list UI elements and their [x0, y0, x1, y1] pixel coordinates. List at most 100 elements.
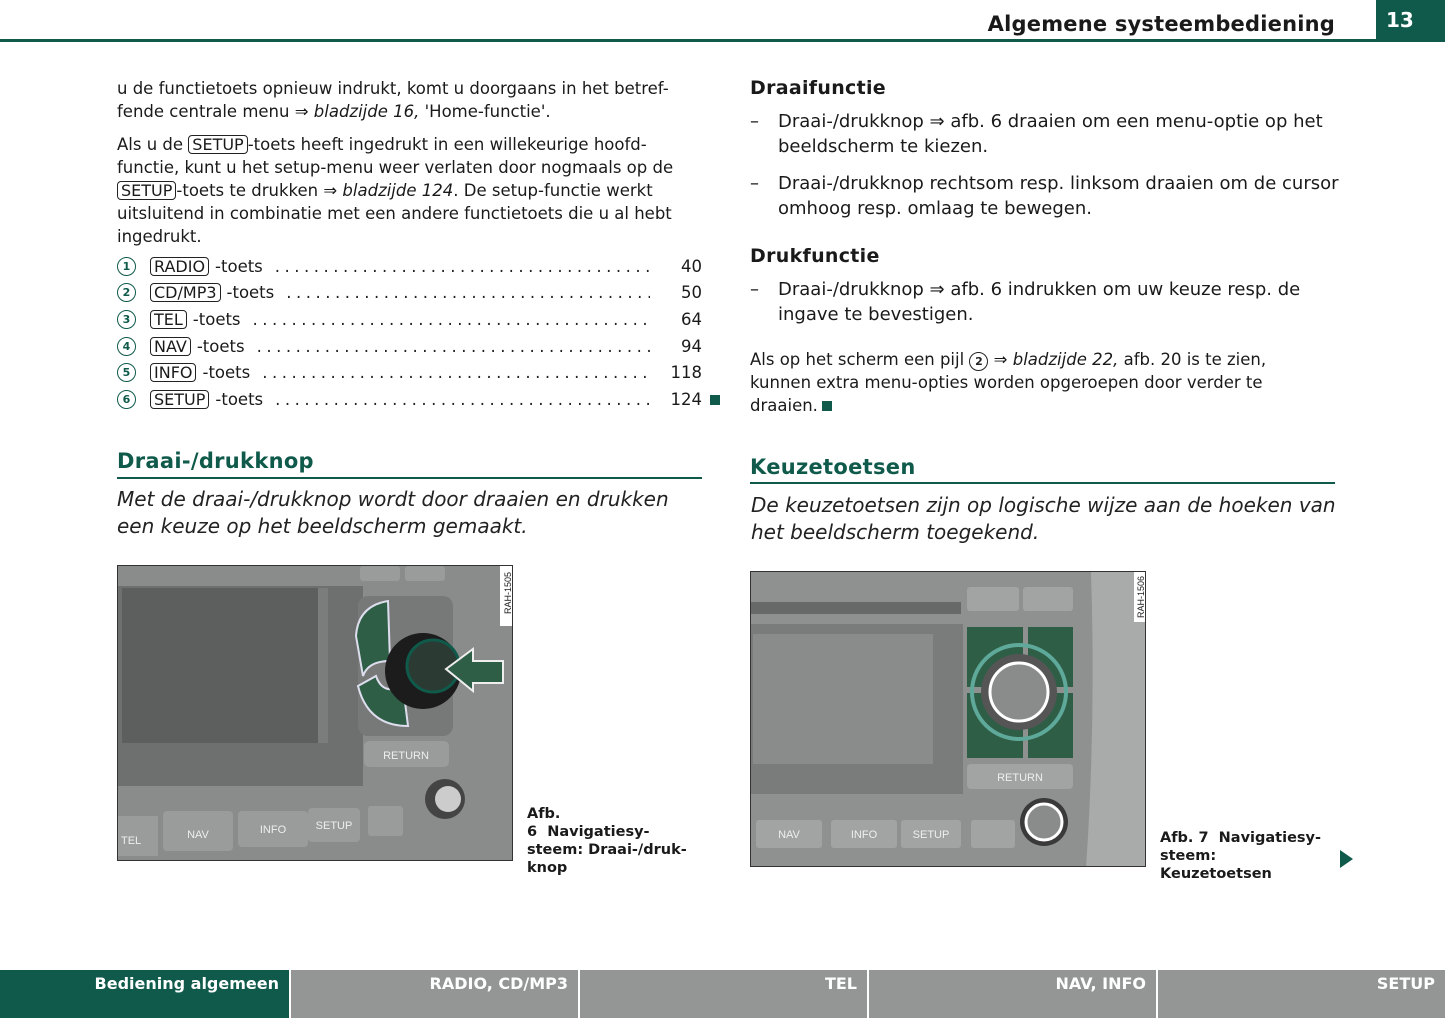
text: Als op het scherm een pijl	[750, 350, 970, 369]
item-text: Draai-/drukknop ⇒ afb. 6 draaien om een …	[778, 111, 1323, 157]
caption-text: Navigatiesy-steem: Draai-/druk-knop	[527, 824, 687, 876]
footer-tab-tel[interactable]: TEL	[580, 970, 867, 1018]
footer-tab-setup[interactable]: SETUP	[1158, 970, 1445, 1018]
key-suffix: -toets	[215, 256, 263, 276]
druk-list: –Draai-/drukknop ⇒ afb. 6 indrukken om u…	[750, 277, 1340, 339]
item-text: Draai-/drukknop rechtsom resp. linksom d…	[778, 173, 1339, 219]
leader-dots: ........................................…	[286, 283, 650, 303]
header-rule	[0, 39, 1376, 42]
item-text: Draai-/drukknop ⇒ afb. 6 indrukken om uw…	[778, 279, 1301, 325]
setup-button-label: SETUP	[913, 829, 950, 841]
text: . De setup-functie werkt uitsluitend in …	[117, 181, 672, 246]
key-suffix: -toets	[202, 363, 251, 383]
page-reference[interactable]: bladzijde 16,	[313, 102, 420, 121]
text: ⇒	[988, 350, 1013, 369]
callout-number: 2	[117, 283, 136, 303]
page-reference[interactable]: 64	[681, 309, 702, 329]
list-item: 6 SETUP-toets............................…	[117, 386, 702, 413]
subheading-draaifunctie: Draaifunctie	[750, 77, 886, 99]
section-rule	[117, 477, 702, 479]
radio-illustration: RETURN TEL NAV INFO SETUP RAH-1505	[118, 566, 513, 860]
list-item: 2 CD/MP3-toets...........................…	[117, 280, 702, 307]
section-end-mark	[821, 401, 832, 411]
key-label: NAV	[150, 336, 191, 356]
caption-number: Afb. 6	[527, 806, 561, 840]
figure-7-selection-keys: RETURN NAV INFO SETUP RAH-1506	[750, 571, 1146, 867]
info-button-label: INFO	[260, 824, 287, 836]
callout-number: 4	[117, 336, 136, 356]
key-label: CD/MP3	[150, 283, 221, 303]
key-suffix: -toets	[215, 389, 264, 409]
text: afb. 20 is te zien, kunnen extra menu-op…	[750, 350, 1267, 415]
callout-number: 6	[117, 389, 136, 409]
figure-7-caption: Afb. 7 Navigatiesy-steem: Keuzetoetsen	[1160, 829, 1330, 883]
radio-illustration: RETURN NAV INFO SETUP RAH-1506	[751, 572, 1146, 866]
callout-number: 5	[117, 363, 136, 383]
page-reference[interactable]: 94	[681, 336, 702, 356]
figure-code: RAH-1505	[503, 572, 513, 614]
leader-dots: ........................................…	[275, 389, 650, 409]
key-label: INFO	[150, 363, 197, 383]
footer-tab-bediening-algemeen[interactable]: Bediening algemeen	[0, 970, 289, 1018]
section-title-draaiknop: Draai-/drukknop	[117, 449, 314, 473]
note-paragraph: Als op het scherm een pijl 2 ⇒ bladzijde…	[750, 348, 1330, 417]
nav-button-label: NAV	[187, 829, 209, 841]
caption-text: Navigatiesy-steem: Keuzetoetsen	[1160, 830, 1322, 882]
key-label: RADIO	[150, 256, 210, 276]
rotary-knob	[988, 661, 1050, 723]
left-text: u de functietoets opnieuw indrukt, komt …	[117, 77, 707, 258]
page-reference[interactable]: 40	[681, 256, 702, 276]
return-button-label: RETURN	[383, 750, 429, 762]
section-intro: Met de draai-/drukknop wordt door draaie…	[117, 487, 669, 538]
footer-tab-radio-cdmp3[interactable]: RADIO, CD/MP3	[291, 970, 578, 1018]
list-item: –Draai-/drukknop rechtsom resp. linksom …	[750, 171, 1340, 221]
list-item: 4 NAV-toets..............................…	[117, 333, 702, 360]
figure-code: RAH-1506	[1136, 576, 1146, 618]
dash: –	[750, 111, 759, 132]
list-item: –Draai-/drukknop ⇒ afb. 6 draaien om een…	[750, 109, 1340, 159]
section-title-keuzetoetsen: Keuzetoetsen	[750, 455, 916, 479]
page-reference[interactable]: 50	[681, 283, 702, 303]
footer-tab-nav-info[interactable]: NAV, INFO	[869, 970, 1156, 1018]
leader-dots: ........................................…	[274, 256, 650, 276]
page-reference[interactable]: 124	[670, 389, 703, 409]
display-screen	[753, 634, 933, 764]
leader-dots: ........................................…	[256, 336, 650, 356]
page-reference[interactable]: 118	[670, 363, 703, 383]
tel-button-label: TEL	[121, 835, 141, 847]
dash: –	[750, 279, 759, 300]
paragraph-2: Als u de SETUP-toets heeft ingedrukt in …	[117, 133, 707, 248]
page-number: 13	[1376, 0, 1445, 42]
key-suffix: -toets	[226, 283, 275, 303]
setup-key-label: SETUP	[188, 135, 248, 154]
key-suffix: -toets	[192, 309, 241, 329]
key-label: SETUP	[150, 389, 210, 409]
text: -toets heeft ingedrukt in een willekeuri…	[117, 135, 674, 177]
power-knob	[1024, 802, 1064, 842]
setup-key-label: SETUP	[117, 181, 177, 200]
section-end-mark	[710, 395, 720, 405]
callout-number: 3	[117, 309, 136, 329]
running-header-title: Algemene systeembediening	[987, 12, 1335, 36]
draai-list: –Draai-/drukknop ⇒ afb. 6 draaien om een…	[750, 109, 1340, 233]
page-reference[interactable]: bladzijde 124	[342, 181, 454, 200]
return-button-label: RETURN	[997, 772, 1043, 784]
continue-arrow-icon[interactable]	[1340, 850, 1353, 868]
text: Als u de	[117, 135, 189, 154]
paragraph-1: u de functietoets opnieuw indrukt, komt …	[117, 77, 707, 123]
subheading-drukfunctie: Drukfunctie	[750, 245, 880, 267]
figure-6-rotary-knob: RETURN TEL NAV INFO SETUP RAH-1505	[117, 565, 513, 861]
display-screen	[122, 588, 322, 743]
page-reference[interactable]: bladzijde 22,	[1012, 350, 1119, 369]
key-suffix: -toets	[196, 336, 245, 356]
list-item: –Draai-/drukknop ⇒ afb. 6 indrukken om u…	[750, 277, 1340, 327]
text: u de functietoets opnieuw indrukt, komt …	[117, 79, 669, 121]
footer-nav: Bediening algemeen RADIO, CD/MP3 TEL NAV…	[0, 970, 1445, 1018]
key-label: TEL	[150, 309, 187, 329]
text: 'Home-functie'.	[419, 102, 551, 121]
rotate-down-arrow-icon	[356, 674, 410, 728]
section-intro: De keuzetoetsen zijn op logische wijze a…	[751, 493, 1336, 544]
